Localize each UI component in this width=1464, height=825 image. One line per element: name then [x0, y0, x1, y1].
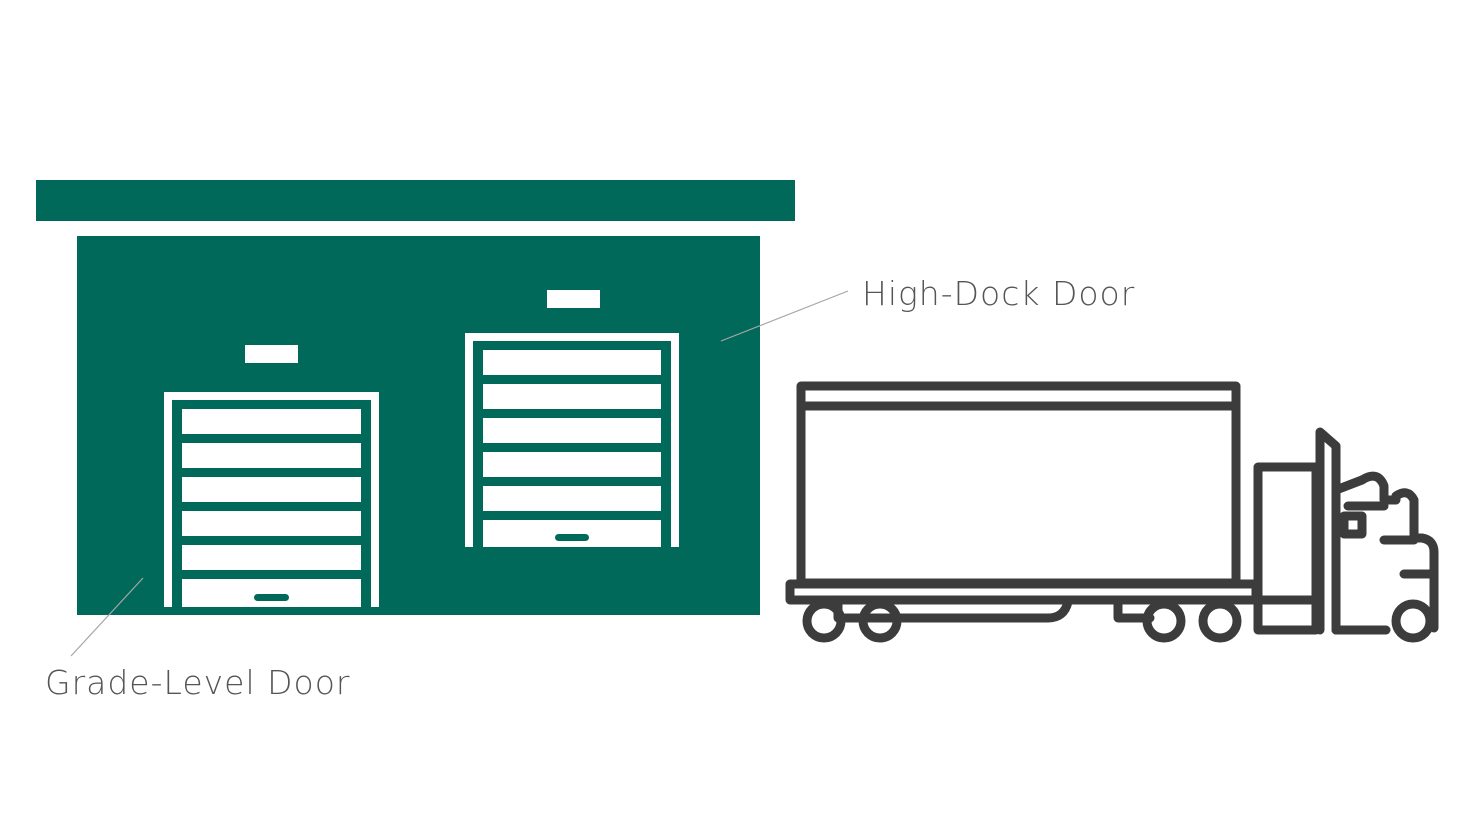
- dock-door-slat: [483, 520, 661, 547]
- trailer-box: [796, 381, 1241, 588]
- semi-truck-icon: [785, 381, 1439, 643]
- grade-door-panel: [178, 405, 365, 607]
- tractor-cab: [1331, 471, 1439, 635]
- trailer-wheel: [802, 599, 846, 643]
- grade-level-door-label: Grade-Level Door: [45, 663, 351, 702]
- rear-suspension: [1113, 599, 1155, 623]
- trailer-deck: [785, 579, 1261, 605]
- dock-door-slat: [483, 452, 661, 477]
- grade-level-leader-line: [70, 577, 144, 657]
- high-dock-door: [465, 290, 679, 547]
- dock-door-slat: [483, 384, 661, 409]
- dock-door-handle: [555, 534, 589, 541]
- trailer-wheel: [858, 599, 902, 643]
- dock-door-slat: [483, 350, 661, 375]
- grade-door-handle: [254, 594, 289, 601]
- tractor-window: [1339, 511, 1367, 539]
- trailer-suspension: [833, 595, 1073, 623]
- rear-wheel: [1142, 599, 1186, 643]
- grade-door-slat: [182, 409, 361, 434]
- warehouse-icon: [36, 180, 795, 615]
- dock-door-slat: [483, 486, 661, 511]
- dock-door-light: [547, 290, 600, 308]
- tractor-sleeper: [1253, 462, 1321, 635]
- grade-door-slat: [182, 443, 361, 468]
- dock-door-slat: [483, 418, 661, 443]
- grade-door-slat: [182, 579, 361, 607]
- high-dock-leader-line: [720, 290, 849, 342]
- grade-door-slat: [182, 477, 361, 502]
- grade-door-slat: [182, 545, 361, 570]
- grade-level-door: [164, 345, 379, 607]
- dock-door-panel: [479, 346, 665, 547]
- grade-door-slat: [182, 511, 361, 536]
- high-dock-door-label: High-Dock Door: [862, 274, 1136, 313]
- rear-wheel: [1198, 599, 1242, 643]
- warehouse-roof: [36, 180, 795, 221]
- grade-door-light: [245, 345, 298, 363]
- front-wheel: [1391, 599, 1435, 643]
